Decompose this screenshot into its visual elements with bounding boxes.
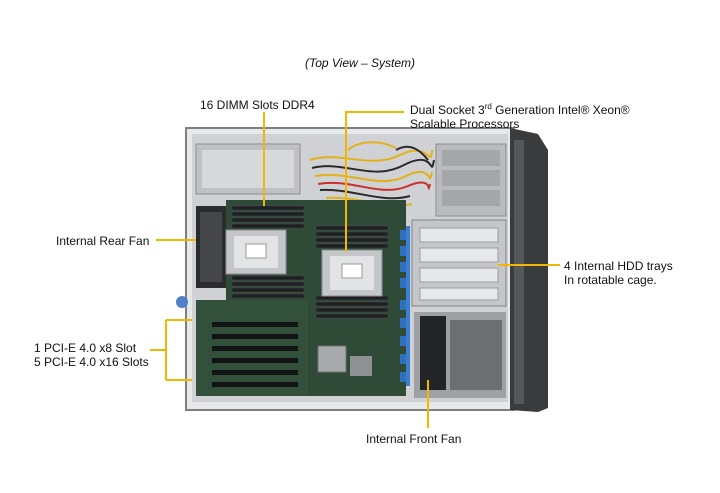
cpu-heatsink-2 [321,249,383,297]
diagram-title: (Top View – System) [304,56,416,70]
dimm-slots [231,205,389,319]
drive-bays [435,143,507,217]
callout-rear-fan: Internal Rear Fan [56,234,150,248]
sata-connectors [400,226,410,386]
hdd-cage [411,219,507,307]
cpu-heatsink-1 [225,229,287,275]
callout-pcie-line2: 5 PCI-E 4.0 x16 Slots [34,355,149,369]
pcie-slots [212,322,298,387]
thumb-screw-icon [176,296,188,308]
callout-hdd-line2: In rotatable cage. [564,273,657,287]
callout-lines [150,111,560,428]
callout-cpu-text-b: Generation Intel® Xeon® [491,103,630,117]
callout-front-fan: Internal Front Fan [366,432,462,446]
callout-cpu-line2: Scalable Processors [410,117,520,131]
rear-fan [196,206,226,288]
callout-line-pcie [150,319,192,381]
chipset [317,345,372,376]
callout-cpu-ordinal: rd [484,102,492,111]
callout-cpu-text-a: Dual Socket 3 [410,103,485,117]
callout-pcie-line1: 1 PCI-E 4.0 x8 Slot [34,341,137,355]
callout-dimm: 16 DIMM Slots DDR4 [200,98,315,112]
callout-line-cpu [345,111,404,252]
callout-hdd-line1: 4 Internal HDD trays [564,259,673,273]
power-supply [195,143,301,195]
callout-cpu-line1: Dual Socket 3rd Generation Intel® Xeon® [410,102,630,118]
front-fan [414,312,506,398]
